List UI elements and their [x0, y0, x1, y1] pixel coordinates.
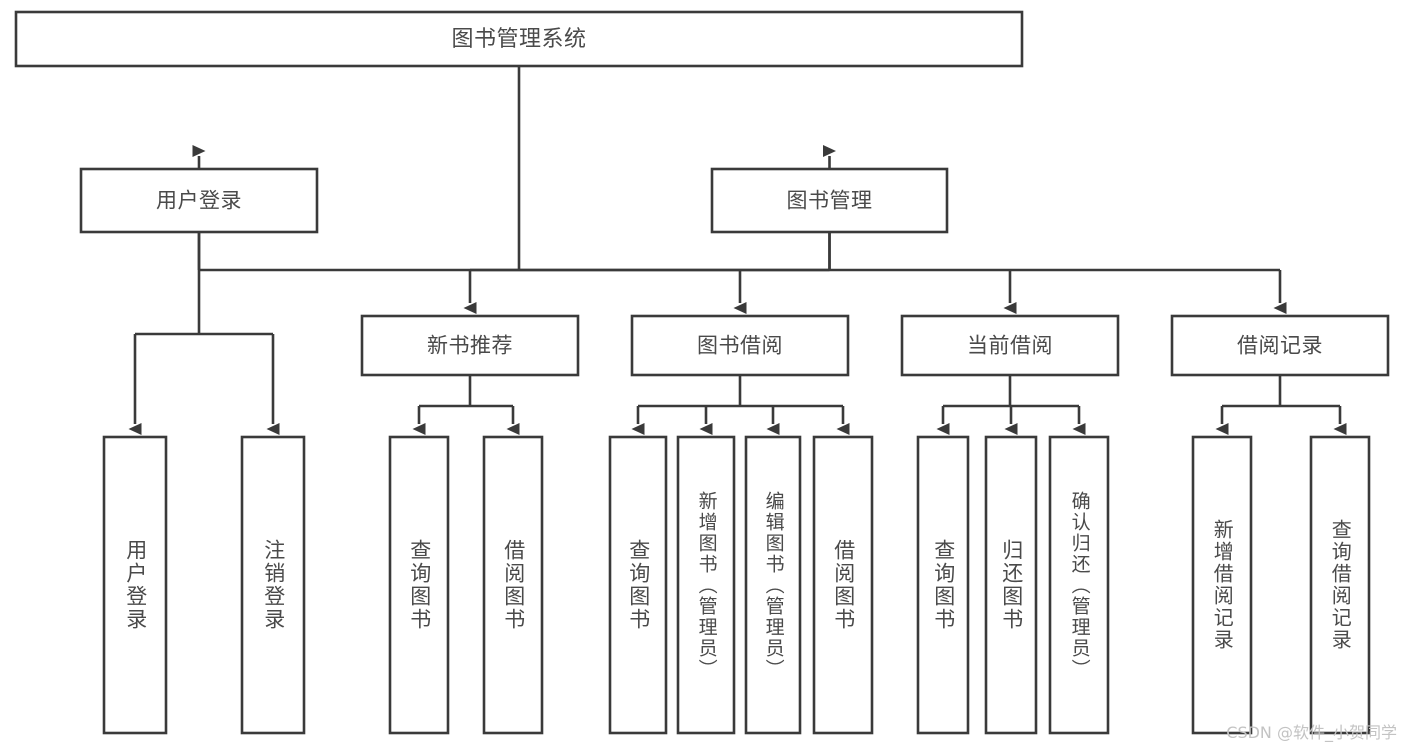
node-box-new-book-rec[interactable] [360, 314, 580, 377]
watermark: CSDN @软件_小贺同学 [1226, 723, 1397, 742]
node-box-leaf-rec-query[interactable] [388, 435, 450, 735]
node-box-root[interactable] [14, 10, 1024, 68]
node-label-user-login: 用户登录 [156, 189, 242, 213]
node-box-book-manage[interactable] [710, 167, 949, 234]
node-box-book-borrow[interactable] [630, 314, 850, 377]
node-box-leaf-cur-return[interactable] [984, 435, 1038, 735]
node-box-user-login[interactable] [79, 167, 319, 234]
node-box-borrow-record[interactable] [1170, 314, 1390, 377]
node-box-leaf-cur-confirm[interactable] [1048, 435, 1110, 735]
node-box-leaf-borrow-edit[interactable] [744, 435, 802, 735]
node-label-book-borrow: 图书借阅 [697, 334, 783, 358]
node-box-leaf-user-logout[interactable] [240, 435, 306, 735]
node-label-book-manage: 图书管理 [787, 189, 873, 213]
node-label-current-borrow: 当前借阅 [967, 334, 1053, 358]
node-box-leaf-rec-borrow[interactable] [482, 435, 544, 735]
node-box-leaf-cur-query[interactable] [916, 435, 970, 735]
node-label-root: 图书管理系统 [451, 27, 586, 52]
node-box-current-borrow[interactable] [900, 314, 1120, 377]
node-box-leaf-rec-search[interactable] [1309, 435, 1371, 735]
node-box-leaf-borrow-lend[interactable] [812, 435, 874, 735]
node-label-new-book-rec: 新书推荐 [427, 334, 513, 358]
node-box-leaf-borrow-add[interactable] [676, 435, 736, 735]
node-box-leaf-borrow-query[interactable] [608, 435, 668, 735]
node-box-leaf-rec-add[interactable] [1191, 435, 1253, 735]
node-label-borrow-record: 借阅记录 [1237, 334, 1323, 358]
edges-layer [128, 66, 1347, 435]
node-box-leaf-user-login[interactable] [102, 435, 168, 735]
